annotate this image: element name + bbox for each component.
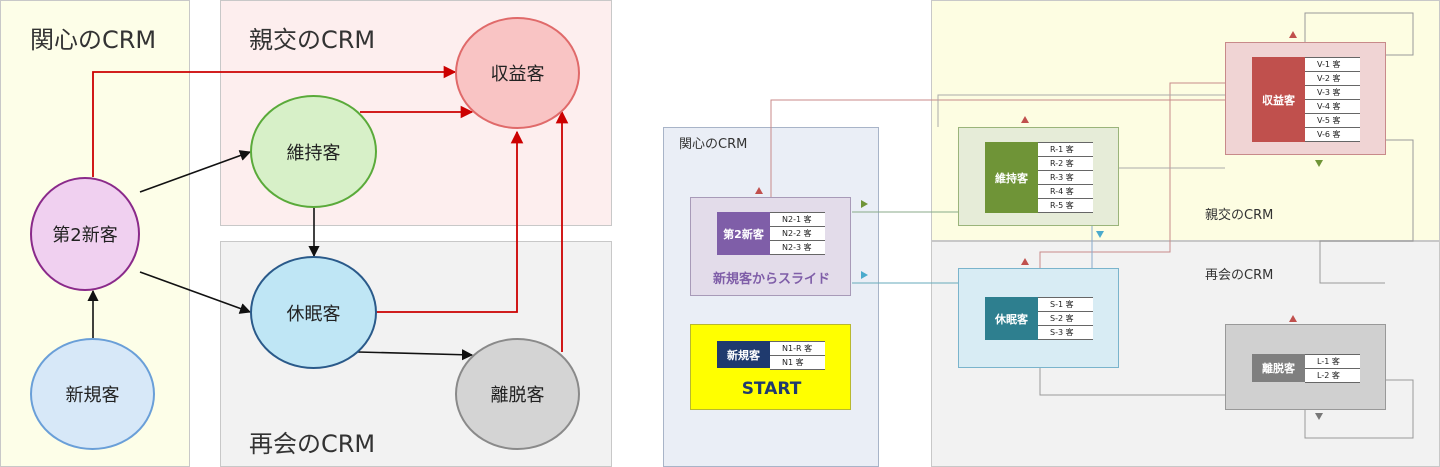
row-s-2: S-2 客 [1038,312,1093,326]
node-shueki-label: 収益客 [490,64,545,85]
box-iji-label: 維持客 [985,142,1038,213]
box-dai2: 第2新客 N2-1 客 N2-2 客 N2-3 客 新規客からスライド [690,197,851,296]
left-region-title-shinko: 親交のCRM [249,26,376,54]
node-iji-label: 維持客 [286,142,341,164]
row-n1: N1 客 [770,356,825,370]
marker-up-dai2 [755,187,763,194]
box-kyumin-rows: S-1 客 S-2 客 S-3 客 [1038,297,1093,340]
box-iji-rows: R-1 客 R-2 客 R-3 客 R-4 客 R-5 客 [1038,142,1093,213]
row-r-1: R-1 客 [1038,143,1093,157]
right-region-title-saikai: 再会のCRM [1205,268,1274,283]
box-shueki: 収益客 V-1 客 V-2 客 V-3 客 V-4 客 V-5 客 V-6 客 [1225,42,1386,155]
arrow-kyumin-to-ridatsu [357,349,474,361]
box-ridatsu-label: 離脱客 [1252,354,1305,382]
marker-up-iji [1021,116,1029,123]
node-dai2-label: 第2新客 [52,225,118,246]
marker-down-shueki [1315,160,1323,167]
node-kyumin-label: 休眠客 [286,303,341,325]
node-shinki-label: 新規客 [65,385,120,406]
row-r-2: R-2 客 [1038,157,1093,171]
marker-up-kyumin [1021,258,1029,265]
left-region-title-saikai: 再会のCRM [249,430,376,458]
row-s-3: S-3 客 [1038,326,1093,340]
row-l-2: L-2 客 [1305,369,1360,383]
row-v-1: V-1 客 [1305,58,1360,72]
row-n2-2: N2-2 客 [770,227,825,241]
row-v-4: V-4 客 [1305,100,1360,114]
marker-up-ridatsu [1289,315,1297,322]
line-shueki-down [1319,139,1414,284]
row-n2-1: N2-1 客 [770,213,825,227]
right-region-title-kanshin: 関心のCRM [679,137,748,152]
right-connectors [755,12,1414,439]
node-dai2: 第2新客 [30,177,140,291]
node-ridatsu: 離脱客 [455,338,580,450]
right-region-title-shinko: 親交のCRM [1205,208,1274,223]
box-kyumin: 休眠客 S-1 客 S-2 客 S-3 客 [958,268,1119,368]
node-iji: 維持客 [250,95,377,208]
box-shinki: 新規客 N1-R 客 N1 客 START [690,324,851,410]
line-ridatsu-loop [1304,379,1414,439]
marker-right-dai2-green [861,200,868,208]
row-n1-r: N1-R 客 [770,342,825,356]
row-n2-3: N2-3 客 [770,241,825,255]
left-connectors [87,65,569,361]
marker-down-ridatsu [1315,413,1323,420]
arrow-dai2-to-iji [139,150,252,193]
box-dai2-rows: N2-1 客 N2-2 客 N2-3 客 [770,212,825,255]
node-kyumin: 休眠客 [250,256,377,369]
row-r-5: R-5 客 [1038,199,1093,213]
row-r-3: R-3 客 [1038,171,1093,185]
box-ridatsu-rows: L-1 客 L-2 客 [1305,354,1360,383]
line-shinko-top [937,94,1225,127]
marker-down-iji [1096,231,1104,238]
box-shueki-label: 収益客 [1252,57,1305,142]
box-shinki-caption: START [741,379,802,399]
node-shinki: 新規客 [30,338,155,450]
box-dai2-caption: 新規客からスライド [712,272,830,287]
row-v-5: V-5 客 [1305,114,1360,128]
box-shueki-rows: V-1 客 V-2 客 V-3 客 V-4 客 V-5 客 V-6 客 [1305,57,1360,142]
row-l-1: L-1 客 [1305,355,1360,369]
arrow-kyumin-to-shueki [375,130,524,313]
line-kyumin-to-shueki-top [1039,82,1225,268]
box-iji: 維持客 R-1 客 R-2 客 R-3 客 R-4 客 R-5 客 [958,127,1119,226]
node-shueki: 収益客 [455,17,580,129]
row-v-3: V-3 客 [1305,86,1360,100]
node-ridatsu-label: 離脱客 [490,385,545,406]
line-dai2-to-shueki [770,99,1225,198]
row-s-1: S-1 客 [1038,298,1093,312]
row-r-4: R-4 客 [1038,185,1093,199]
box-kyumin-label: 休眠客 [985,297,1038,340]
row-v-6: V-6 客 [1305,128,1360,142]
arrow-dai2-to-shueki [92,65,457,177]
box-ridatsu: 離脱客 L-1 客 L-2 客 [1225,324,1386,410]
left-region-title-kanshin: 関心のCRM [30,26,157,54]
box-dai2-label: 第2新客 [717,212,770,255]
arrow-dai2-to-kyumin [139,271,252,314]
box-shinki-rows: N1-R 客 N1 客 [770,341,825,370]
marker-up-shueki [1289,31,1297,38]
row-v-2: V-2 客 [1305,72,1360,86]
box-shinki-label: 新規客 [717,341,770,368]
line-shueki-loop [1304,12,1414,56]
line-kyumin-ridatsu [1039,368,1225,396]
marker-right-dai2-teal [861,271,868,279]
